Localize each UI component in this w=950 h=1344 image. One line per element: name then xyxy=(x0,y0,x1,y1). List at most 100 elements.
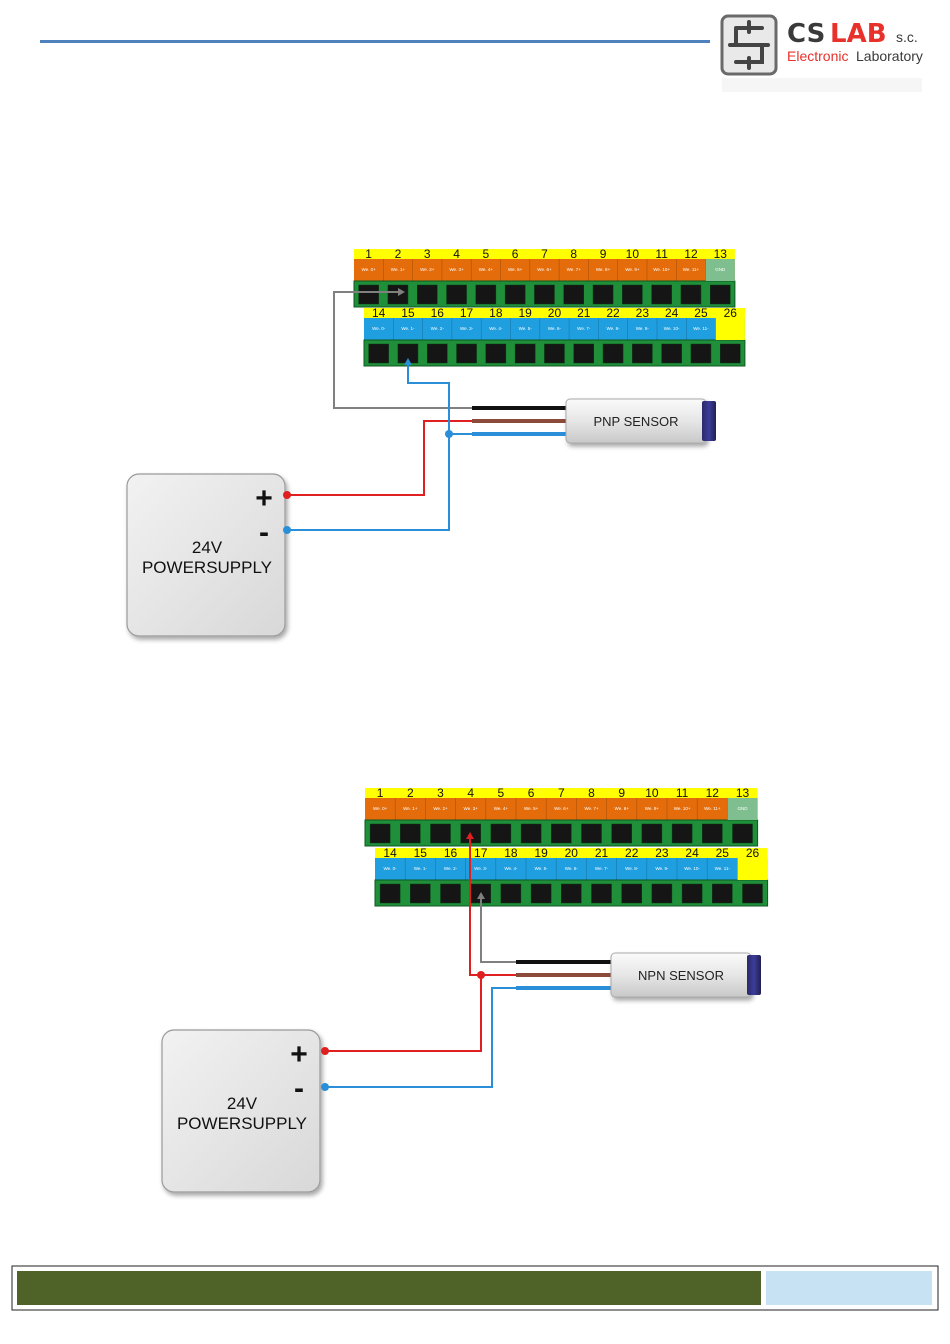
terminal-label: We. 1+ xyxy=(403,806,418,811)
terminal-row-top: 1We. 0+2We. 1+3We. 2+4We. 3+5We. 4+6We. … xyxy=(353,247,736,308)
terminal-label: We. 1+ xyxy=(391,267,406,272)
terminal-number: 5 xyxy=(498,786,505,800)
terminal-number: 5 xyxy=(483,247,490,261)
terminal-number: 24 xyxy=(685,846,699,860)
terminal-screw-hole xyxy=(641,823,663,844)
terminal-number: 9 xyxy=(600,247,607,261)
terminal-label: We. 4- xyxy=(504,866,518,871)
terminal-number: 2 xyxy=(395,247,402,261)
psu-name-label: POWERSUPPLY xyxy=(177,1114,307,1133)
plus-terminal-dot xyxy=(321,1047,329,1055)
terminal-screw-hole xyxy=(387,284,409,305)
terminal-number: 6 xyxy=(528,786,535,800)
number-strip xyxy=(375,848,768,858)
terminal-label: We. 4+ xyxy=(494,806,509,811)
sensor: PNP SENSOR xyxy=(565,398,716,444)
terminal-label: We. 10+ xyxy=(674,806,691,811)
terminal-label: We. 3+ xyxy=(464,806,479,811)
terminal-label: We. 5- xyxy=(535,866,549,871)
gnd-label-cell xyxy=(727,798,758,820)
terminal-screw-hole xyxy=(661,343,682,364)
terminal-number: 25 xyxy=(716,846,730,860)
terminal-screw-hole xyxy=(622,284,643,305)
terminal-number: 9 xyxy=(618,786,625,800)
label-band xyxy=(354,259,735,281)
terminal-label: We. 4+ xyxy=(479,267,494,272)
zero-volt-wire xyxy=(287,433,472,531)
terminal-number: 3 xyxy=(424,247,431,261)
logo-laboratory: Laboratory xyxy=(856,48,923,64)
terminal-label: We. 5+ xyxy=(524,806,539,811)
terminal-number: 15 xyxy=(401,306,415,320)
psu-voltage-label: 24V xyxy=(227,1094,258,1113)
terminal-screw-hole xyxy=(621,883,642,904)
terminal-number: 3 xyxy=(437,786,444,800)
terminal-number: 23 xyxy=(636,306,650,320)
minus-terminal-dot xyxy=(283,526,291,534)
plus-arrow xyxy=(466,832,474,839)
terminal-screw-hole xyxy=(427,343,448,364)
plus-terminal-sign: + xyxy=(255,482,273,515)
terminal-screw-hole xyxy=(504,284,526,305)
terminal-number: 21 xyxy=(577,306,591,320)
footer-green-block xyxy=(17,1271,761,1305)
terminal-label: We. 11+ xyxy=(683,267,700,272)
logo-lab: LAB xyxy=(830,19,887,49)
terminal-screw-hole xyxy=(369,823,391,844)
zero-volt-to-terminal-wire xyxy=(407,364,450,434)
pnp-wiring-diagram: 1We. 0+2We. 1+3We. 2+4We. 3+5We. 4+6We. … xyxy=(126,247,746,637)
terminal-number: 2 xyxy=(407,786,414,800)
signal-arrow xyxy=(477,892,485,899)
terminal-label: We. 6+ xyxy=(537,267,552,272)
npn-wiring-diagram: 1We. 0+2We. 1+3We. 2+4We. 3+5We. 4+6We. … xyxy=(161,786,769,1193)
zero-volt-wire xyxy=(325,987,516,1088)
terminal-number: 1 xyxy=(365,247,372,261)
signal-wire-gray xyxy=(333,291,472,409)
label-band xyxy=(364,318,745,340)
terminal-screw-hole xyxy=(368,343,389,364)
terminal-label: We. 11+ xyxy=(704,806,721,811)
terminal-screw-hole xyxy=(563,284,584,305)
terminal-screw-hole xyxy=(591,883,612,904)
terminal-screw-hole xyxy=(592,284,614,305)
company-logo: CS LAB s.c. Electronic Laboratory xyxy=(720,14,923,92)
terminal-label: We. 11- xyxy=(693,326,709,331)
zero-volt-arrow xyxy=(404,358,412,365)
label-band xyxy=(365,798,758,820)
label-band xyxy=(375,858,768,880)
terminal-number: 10 xyxy=(645,786,659,800)
terminal-screw-hole xyxy=(544,343,565,364)
terminal-label: We. 5+ xyxy=(508,267,523,272)
terminal-screw-hole xyxy=(358,284,379,305)
terminal-label: We. 9- xyxy=(655,866,669,871)
terminal-label: We. 6- xyxy=(548,326,562,331)
minus-terminal-dot xyxy=(321,1083,329,1091)
terminal-label: We. 0- xyxy=(372,326,386,331)
plus-terminal-dot xyxy=(283,491,291,499)
terminal-label: We. 8- xyxy=(625,866,639,871)
terminal-number: 4 xyxy=(453,247,460,261)
terminal-screw-hole xyxy=(561,883,582,904)
terminal-number: 7 xyxy=(541,247,548,261)
terminal-label: We. 0+ xyxy=(373,806,388,811)
terminal-screw-hole xyxy=(681,883,703,904)
junction-dot xyxy=(477,971,485,979)
terminal-label: We. 7- xyxy=(577,326,591,331)
terminal-number: 18 xyxy=(489,306,503,320)
terminal-screw-hole xyxy=(602,343,624,364)
terminal-screw-hole xyxy=(551,823,572,844)
terminal-number: 16 xyxy=(444,846,458,860)
terminal-number: 16 xyxy=(431,306,445,320)
terminal-label: We. 7+ xyxy=(584,806,599,811)
sensor-cap xyxy=(702,401,716,441)
terminal-label: We. 7- xyxy=(595,866,609,871)
footer-bar xyxy=(11,1265,939,1311)
terminal-number: 17 xyxy=(460,306,474,320)
terminal-label: We. 6- xyxy=(565,866,579,871)
signal-arrow xyxy=(398,288,405,296)
header-rule xyxy=(40,40,710,43)
power-supply-box xyxy=(126,473,286,637)
